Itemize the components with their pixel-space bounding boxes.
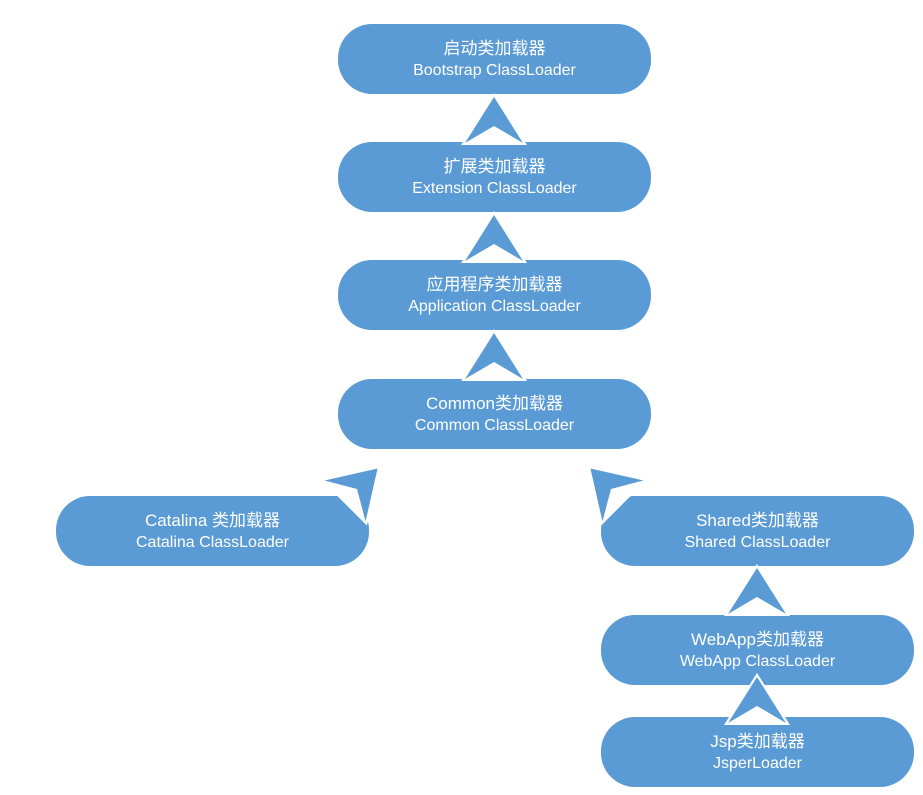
node-label-en: JsperLoader (713, 754, 802, 772)
arrow-up-icon (461, 329, 527, 381)
node-label-zh: 启动类加载器 (443, 38, 546, 58)
node-common-classloader: Common类加载器 Common ClassLoader (338, 379, 651, 449)
node-label-en: Application ClassLoader (408, 297, 581, 315)
arrow-up-icon (461, 93, 527, 145)
arrow-up-right-icon (320, 442, 403, 526)
node-label-en: Catalina ClassLoader (136, 533, 289, 551)
arrow-up-icon (461, 211, 527, 263)
node-label-zh: 扩展类加载器 (443, 156, 546, 176)
node-label-zh: Shared类加载器 (696, 510, 819, 530)
node-label-zh: Jsp类加载器 (710, 731, 805, 751)
node-jsp-classloader: Jsp类加载器 JsperLoader (601, 717, 914, 787)
node-bootstrap-classloader: 启动类加载器 Bootstrap ClassLoader (338, 24, 651, 94)
arrow-up-icon (724, 564, 790, 616)
node-catalina-classloader: Catalina 类加载器 Catalina ClassLoader (56, 496, 369, 566)
node-shared-classloader: Shared类加载器 Shared ClassLoader (601, 496, 914, 566)
arrow-up-icon (724, 673, 790, 725)
node-label-en: Shared ClassLoader (684, 533, 831, 551)
node-label-en: Common ClassLoader (414, 416, 575, 434)
node-label-en: Extension ClassLoader (412, 179, 577, 197)
node-label-zh: WebApp类加载器 (691, 629, 824, 649)
node-label-zh: Catalina 类加载器 (144, 510, 281, 530)
node-label-en: Bootstrap ClassLoader (413, 61, 576, 79)
node-label-en: WebApp ClassLoader (679, 652, 836, 670)
node-extension-classloader: 扩展类加载器 Extension ClassLoader (338, 142, 651, 212)
arrow-up-left-icon (564, 442, 648, 526)
node-webapp-classloader: WebApp类加载器 WebApp ClassLoader (601, 615, 914, 685)
node-label-zh: Common类加载器 (426, 393, 563, 413)
node-application-classloader: 应用程序类加载器 Application ClassLoader (338, 260, 651, 330)
node-label-zh: 应用程序类加载器 (426, 274, 563, 294)
